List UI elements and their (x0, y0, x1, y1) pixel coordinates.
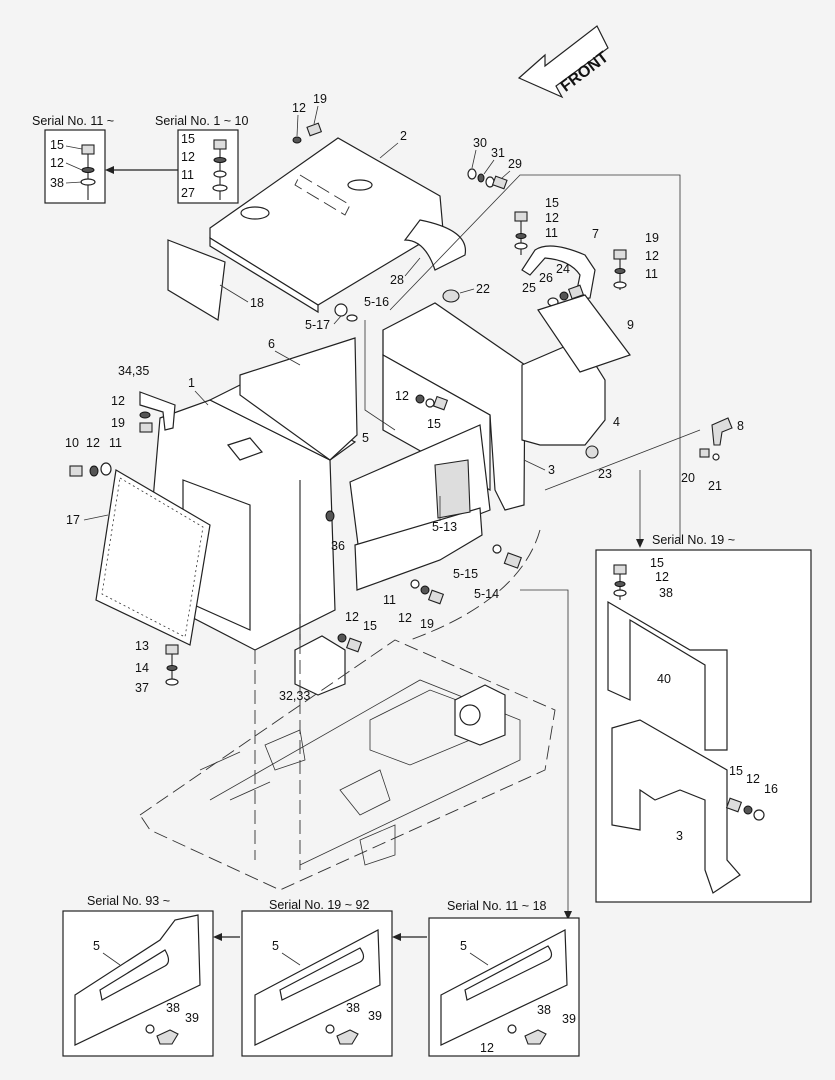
callout-p3-38: 38 (537, 1003, 551, 1017)
callout-r-12: 12 (655, 570, 669, 584)
callout-23: 23 (598, 467, 612, 481)
callout-5-16: 5-16 (364, 295, 389, 309)
serial-box-11: Serial No. 11 ~ 15 12 38 (32, 114, 114, 204)
serial-title-19-right: Serial No. 19 ~ (652, 533, 735, 547)
callout-19a: 19 (313, 92, 327, 106)
front-arrow: FRONT (517, 25, 612, 99)
callout-p3-12: 12 (480, 1041, 494, 1055)
callout-8: 8 (737, 419, 744, 433)
callout-p2-5: 5 (272, 939, 279, 953)
callout-13: 13 (135, 639, 149, 653)
chassis-frame (139, 600, 556, 891)
callout-18: 18 (250, 296, 264, 310)
callout-11c: 11 (109, 436, 122, 450)
callout-12f: 12 (395, 389, 409, 403)
callout-11b: 11 (645, 267, 658, 281)
callout-12e: 12 (86, 436, 100, 450)
callout-b1-38: 38 (50, 176, 64, 190)
callout-6: 6 (268, 337, 275, 351)
callout-p3-39: 39 (562, 1012, 576, 1026)
callout-b1-15: 15 (50, 138, 64, 152)
callout-32-33: 32,33 (279, 689, 310, 703)
callout-5-14: 5-14 (474, 587, 499, 601)
callout-31: 31 (491, 146, 505, 160)
callout-26: 26 (539, 271, 553, 285)
grille-17 (95, 469, 211, 646)
callout-p2-39: 39 (368, 1009, 382, 1023)
callout-b2-15: 15 (181, 132, 195, 146)
callout-24: 24 (556, 262, 570, 276)
callout-37: 37 (135, 681, 149, 695)
callout-34-35: 34,35 (118, 364, 149, 378)
callout-20: 20 (681, 471, 695, 485)
callout-9: 9 (627, 318, 634, 332)
callout-5-13: 5-13 (432, 520, 457, 534)
callout-12g: 12 (398, 611, 412, 625)
callout-5: 5 (362, 431, 369, 445)
callout-r-16: 16 (764, 782, 778, 796)
callout-r-38: 38 (659, 586, 673, 600)
callout-11d: 11 (383, 593, 396, 607)
callout-b2-12: 12 (181, 150, 195, 164)
callout-p1-39: 39 (185, 1011, 199, 1025)
callout-p1-5: 5 (93, 939, 100, 953)
callout-5-17: 5-17 (305, 318, 330, 332)
callout-21: 21 (708, 479, 722, 493)
callout-30: 30 (473, 136, 487, 150)
callout-2: 2 (400, 129, 407, 143)
callout-17: 17 (66, 513, 80, 527)
callout-7: 7 (592, 227, 599, 241)
callout-19c: 19 (111, 416, 125, 430)
callout-3: 3 (548, 463, 555, 477)
callout-r-15: 15 (650, 556, 664, 570)
callout-r-40: 40 (657, 672, 671, 686)
callout-36: 36 (331, 539, 345, 553)
serial-title-1-10: Serial No. 1 ~ 10 (155, 114, 249, 128)
panel-9 (537, 294, 631, 373)
callout-12c: 12 (645, 249, 659, 263)
callout-r-3: 3 (676, 829, 683, 843)
serial-title-11: Serial No. 11 ~ (32, 114, 114, 128)
callout-19d: 19 (420, 617, 434, 631)
serial-box-93: Serial No. 93 ~ 5 38 39 (62, 894, 214, 1057)
serial-box-1-10: Serial No. 1 ~ 10 15 12 11 27 (155, 114, 249, 204)
serial-title-93: Serial No. 93 ~ (87, 894, 170, 908)
callout-b1-12: 12 (50, 156, 64, 170)
callout-15a: 15 (545, 196, 559, 210)
callout-29: 29 (508, 157, 522, 171)
serial-title-19-92: Serial No. 19 ~ 92 (269, 898, 369, 912)
callout-22: 22 (476, 282, 490, 296)
callout-25: 25 (522, 281, 536, 295)
callout-12b: 12 (545, 211, 559, 225)
callout-1: 1 (188, 376, 195, 390)
callout-r-15b: 15 (729, 764, 743, 778)
serial-title-11-18: Serial No. 11 ~ 18 (447, 899, 547, 913)
serial-box-19-92: Serial No. 19 ~ 92 5 38 39 (241, 898, 393, 1057)
callout-b2-11: 11 (181, 168, 194, 182)
callout-14: 14 (135, 661, 149, 675)
callout-12d: 12 (111, 394, 125, 408)
callout-p3-5: 5 (460, 939, 467, 953)
callout-p2-38: 38 (346, 1001, 360, 1015)
callout-4: 4 (613, 415, 620, 429)
callout-11a: 11 (545, 226, 558, 240)
callout-12a: 12 (292, 101, 306, 115)
callout-12h: 12 (345, 610, 359, 624)
callout-5-15: 5-15 (453, 567, 478, 581)
callout-15c: 15 (363, 619, 377, 633)
front-panel-5 (349, 424, 491, 591)
callout-15b: 15 (427, 417, 441, 431)
callout-10: 10 (65, 436, 79, 450)
callout-b2-27: 27 (181, 186, 195, 200)
callout-19b: 19 (645, 231, 659, 245)
serial-box-11-18: Serial No. 11 ~ 18 5 38 39 12 (428, 899, 580, 1057)
top-cover-2 (167, 137, 467, 321)
callout-r-12b: 12 (746, 772, 760, 786)
serial-box-19-right: Serial No. 19 ~ 15 12 38 40 3 15 12 16 (595, 533, 812, 903)
callout-28: 28 (390, 273, 404, 287)
callout-p1-38: 38 (166, 1001, 180, 1015)
